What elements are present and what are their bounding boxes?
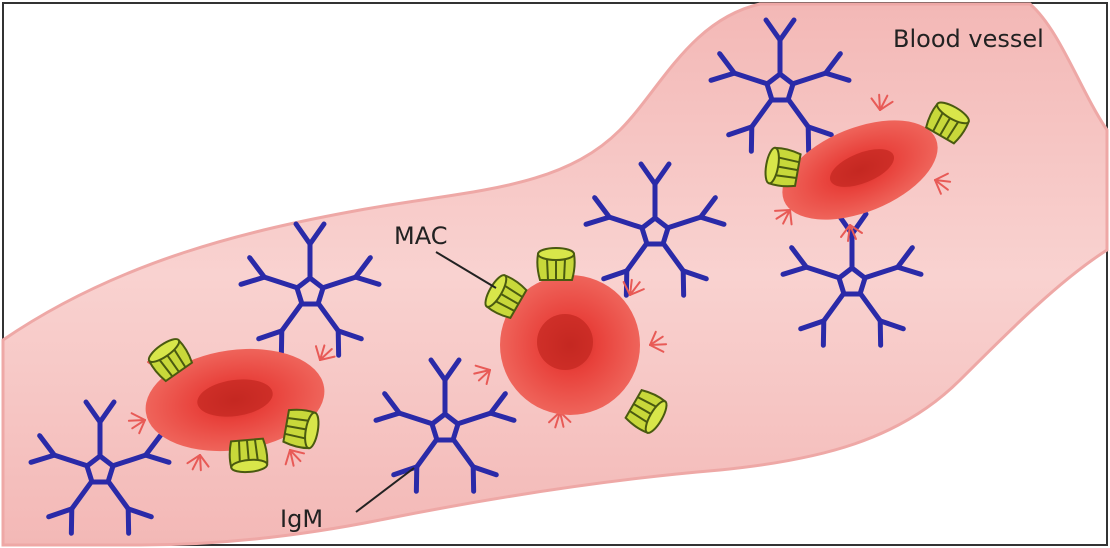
mac-complex-4 [537,248,574,280]
blood-vessel-label: Blood vessel [893,25,1044,53]
mac-label: MAC [394,222,447,250]
mac-complex-3 [228,438,268,473]
igm-label: IgM [280,505,323,533]
